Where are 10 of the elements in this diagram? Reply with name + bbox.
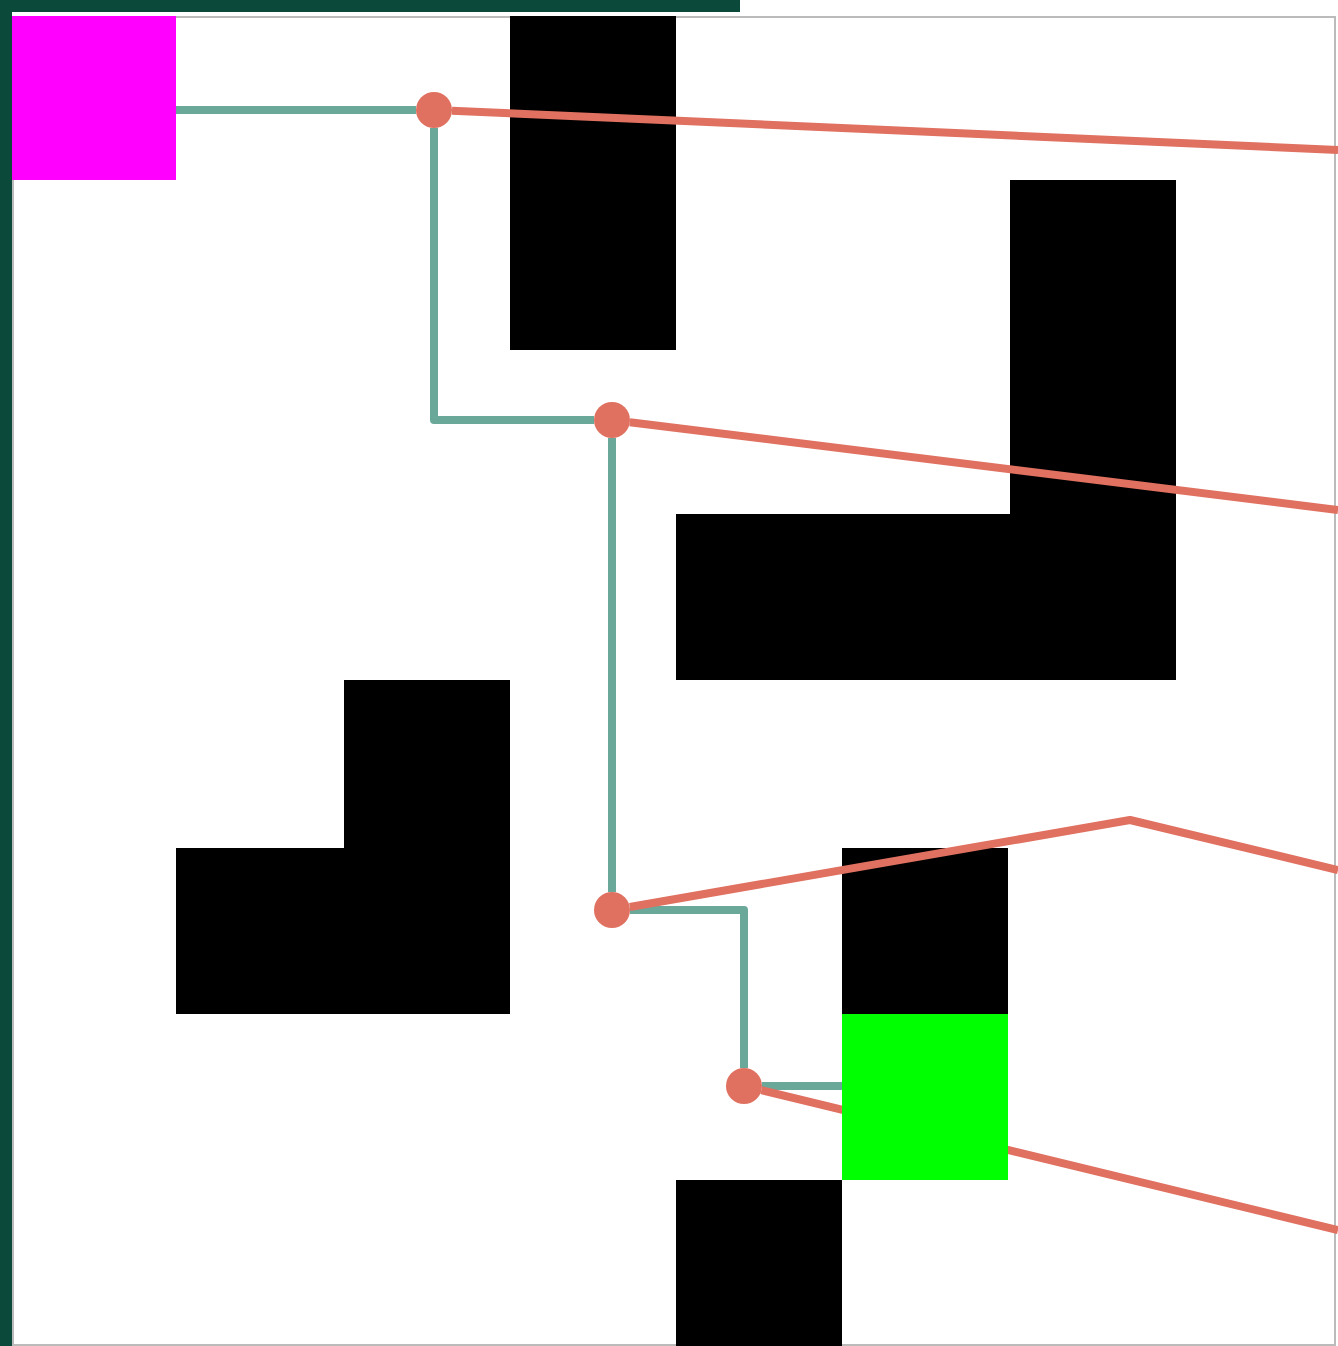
path-line [608,438,616,892]
leader-line [451,106,1338,154]
goal-cell [842,1014,1008,1180]
path-line [762,1082,846,1090]
path-line [430,128,594,424]
path-line [630,906,748,1068]
leader-line [629,816,1338,911]
path-line [172,106,416,114]
start-cell [12,16,176,180]
leader-line [629,418,1338,514]
